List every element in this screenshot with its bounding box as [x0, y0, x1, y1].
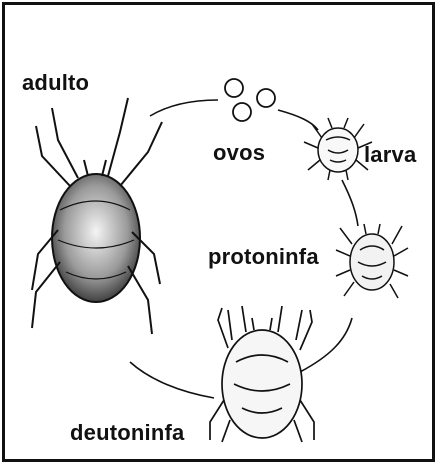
mite-deutonymph-icon [210, 306, 314, 442]
arc-eggs-to-larva [278, 110, 318, 130]
arc-larva-to-protonymph [342, 180, 358, 226]
label-larva: larva [364, 142, 416, 168]
arc-adult-to-eggs [150, 100, 218, 116]
mite-protonymph-icon [336, 224, 408, 298]
mite-adult-icon [32, 98, 162, 334]
mite-larva-icon [304, 118, 372, 180]
arc-protonymph-to-deutonymph [300, 318, 352, 372]
arc-deutonymph-to-adult [130, 362, 214, 398]
label-protonymph: protoninfa [208, 244, 319, 270]
label-eggs: ovos [213, 140, 265, 166]
egg-cluster-icon [225, 79, 275, 121]
label-adult: adulto [22, 70, 89, 96]
label-deutonymph: deutoninfa [70, 420, 184, 446]
